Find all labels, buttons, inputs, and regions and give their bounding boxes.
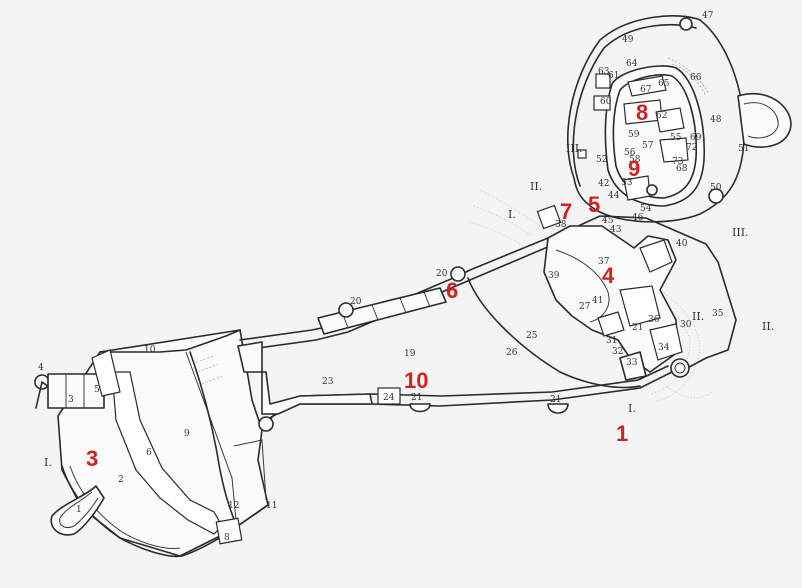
- room-number-20: 20: [436, 269, 448, 279]
- ward-numeral-i: I.: [628, 402, 636, 415]
- area-marker-4: 4: [602, 263, 615, 288]
- room-number-8: 8: [224, 533, 230, 543]
- room-number-1: 1: [76, 505, 82, 515]
- room-number-60: 60: [600, 97, 612, 107]
- room-number-59: 59: [628, 130, 640, 140]
- ward-numeral-ii: II.: [762, 320, 774, 333]
- room-number-11: 11: [266, 501, 277, 511]
- room-number-9: 9: [184, 429, 190, 439]
- room-number-68: 68: [676, 164, 688, 174]
- room-number-2: 2: [118, 475, 124, 485]
- room-number-44: 44: [608, 191, 620, 201]
- room-number-20: 20: [350, 297, 362, 307]
- room-number-48: 48: [710, 115, 722, 125]
- room-number-21: 21: [411, 393, 422, 403]
- room-number-5: 5: [94, 385, 100, 395]
- area-marker-10: 10: [404, 368, 428, 393]
- room-number-4: 4: [38, 363, 44, 373]
- room-number-23: 23: [322, 377, 334, 387]
- room-number-27: 27: [579, 302, 591, 312]
- ward-numeral-i: I.: [508, 208, 516, 221]
- room-number-64: 64: [626, 59, 638, 69]
- room-number-65: 65: [658, 79, 670, 89]
- room-number-41: 41: [592, 296, 603, 306]
- area-marker-9: 9: [628, 156, 640, 181]
- area-marker-7: 7: [560, 199, 572, 224]
- room-number-58: 58: [629, 155, 641, 165]
- room-number-19: 19: [404, 349, 416, 359]
- room-number-53: 53: [621, 178, 633, 188]
- room-number-69: 69: [690, 133, 702, 143]
- room-number-43: 43: [610, 225, 622, 235]
- ward-numeral-i: I.: [44, 456, 52, 469]
- ward-numeral-ii: II.: [530, 180, 542, 193]
- area-marker-5: 5: [588, 192, 600, 217]
- room-number-54: 54: [640, 204, 652, 214]
- area-marker-1: 1: [616, 421, 628, 446]
- room-number-32: 32: [612, 347, 623, 357]
- room-number-38: 38: [555, 220, 567, 230]
- room-number-57: 57: [642, 141, 654, 151]
- room-number-45: 45: [602, 216, 614, 226]
- room-number-39: 39: [548, 271, 560, 281]
- room-number-62: 62: [656, 111, 667, 121]
- upper-castle: [469, 15, 792, 403]
- room-number-46: 46: [632, 213, 644, 223]
- room-number-40: 40: [676, 239, 688, 249]
- room-number-42: 42: [598, 179, 609, 189]
- ward-numeral-iii: III.: [732, 226, 749, 239]
- area-marker-3: 3: [86, 446, 98, 471]
- area-marker-6: 6: [446, 278, 458, 303]
- room-number-21: 21: [550, 395, 561, 405]
- room-number-37: 37: [598, 257, 610, 267]
- room-number-55: 55: [670, 133, 682, 143]
- room-number-24: 24: [383, 393, 395, 403]
- room-number-26: 26: [506, 348, 518, 358]
- room-number-63: 63: [598, 67, 610, 77]
- room-number-73: 73: [672, 157, 684, 167]
- room-number-6: 6: [146, 448, 152, 458]
- room-number-51: 51: [738, 144, 749, 154]
- room-number-12: 12: [228, 501, 239, 511]
- room-number-50: 50: [710, 183, 722, 193]
- room-number-49: 49: [622, 35, 634, 45]
- ward-numerals: I. I. I. II. II. II. III. III.: [44, 142, 774, 469]
- west-bailey: [34, 329, 269, 558]
- room-number-35: 35: [712, 309, 724, 319]
- room-number-21: 21: [632, 323, 643, 333]
- room-number-67: 67: [640, 85, 652, 95]
- room-number-30: 30: [680, 320, 692, 330]
- room-number-52: 52: [596, 155, 607, 165]
- room-number-47: 47: [702, 11, 714, 21]
- room-number-33: 33: [626, 358, 638, 368]
- ward-numeral-iii: III.: [566, 142, 583, 155]
- room-number-56: 56: [624, 148, 636, 158]
- connecting-walls: [237, 237, 673, 432]
- room-number-10: 10: [144, 345, 156, 355]
- ward-numeral-ii: II.: [692, 310, 704, 323]
- area-marker-8: 8: [636, 100, 648, 125]
- room-number-25: 25: [526, 331, 538, 341]
- room-number-61: 61: [608, 71, 619, 81]
- room-number-3: 3: [68, 395, 74, 405]
- room-number-34: 34: [658, 343, 670, 353]
- room-number-72: 72: [686, 143, 697, 153]
- room-number-36: 36: [648, 315, 660, 325]
- room-number-66: 66: [690, 73, 702, 83]
- room-number-31: 31: [606, 336, 617, 346]
